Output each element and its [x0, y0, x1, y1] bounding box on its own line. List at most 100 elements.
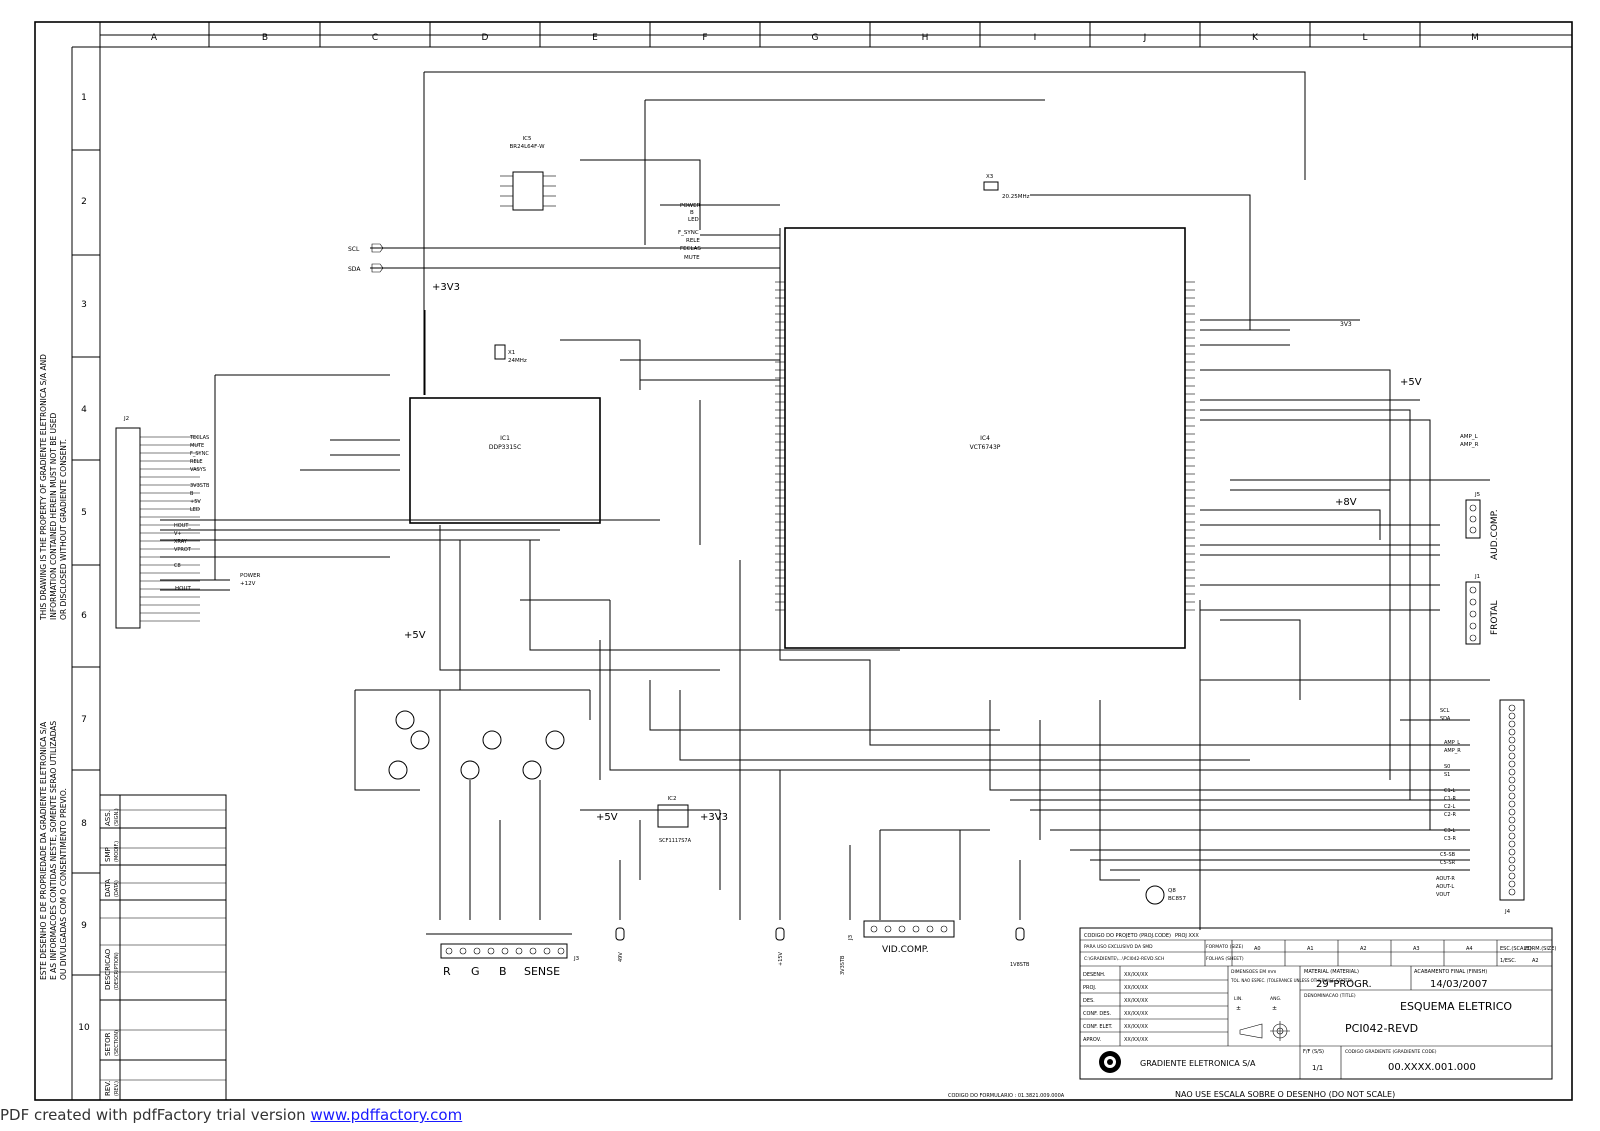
tb-title-label: DENOMINACAO (TITLE) [1304, 993, 1356, 999]
pdf-footer: PDF created with pdfFactory trial versio… [0, 1106, 462, 1124]
rev-desc-sub: (DESCRIPTION) [114, 952, 120, 990]
aud-comp-label: AUD.COMP. [1490, 509, 1500, 560]
tb-tol-lin: LIN. [1234, 996, 1243, 1002]
connector-vid-comp: VID.COMP. J3 [848, 920, 955, 955]
probe-points: 49V +15V 3V3STB 1V8STB [615, 927, 1030, 975]
j4-pin-label: C5-SB [1440, 852, 1456, 858]
net-feclas: FECLAS [680, 246, 701, 252]
row-label-1: 1 [81, 93, 87, 103]
revision-block: ASS. (SIGN.) SMP (MODIF.) DATA (DATA) DE… [99, 794, 227, 1101]
col-label-f: F [702, 33, 707, 43]
j2-pin-label: VPROT [174, 547, 192, 553]
j4-pin-label: S1 [1444, 772, 1450, 778]
tb-ff-label: F/F (S/S) [1303, 1049, 1324, 1055]
ic4-part: VCT6743P [970, 444, 1001, 451]
ic5-part: BR24L64F-W [509, 144, 545, 150]
tb-form-value: A2 [1532, 958, 1539, 964]
tb-format-a3: A3 [1413, 946, 1420, 952]
ic1-part: DDP3315C [489, 444, 521, 451]
property-note-en: THIS DRAWING IS THE PROPERTY OF GRADIENT… [39, 352, 68, 621]
col-label-d: D [482, 33, 489, 43]
ic4-name: IC4 [980, 435, 990, 442]
j2-pin-label: TECLAS [189, 435, 209, 441]
connector-rgb-sense: R G B SENSE J3 [426, 933, 580, 978]
ic1-name: IC1 [500, 435, 510, 442]
rev-setor-sub: (SECTION) [114, 1030, 120, 1056]
x1-freq: 24MHz [508, 358, 527, 364]
j4-pin-label: AOUT-R [1436, 876, 1455, 882]
footer-prefix: PDF created with pdfFactory trial versio… [0, 1106, 311, 1124]
net-mute: MUTE [684, 255, 700, 261]
transistor-q8: Q8 BC857 [1145, 885, 1187, 905]
j4-pin-label: VOUT [1436, 892, 1451, 898]
net-f-sync: F_SYNC [678, 230, 699, 236]
footer-link[interactable]: www.pdffactory.com [310, 1106, 463, 1124]
outer-frame [34, 21, 1573, 1101]
j4-pin-label: AOUT-L [1436, 884, 1454, 890]
q8-name: Q8 [1168, 888, 1176, 894]
tb-date-2: XX/XX/XX [1124, 985, 1148, 991]
row-label-6: 6 [81, 611, 87, 621]
j2-pin-label: 3V3STB [190, 483, 210, 489]
j2-pin-label: +5V [190, 499, 201, 505]
projection-symbol-icon [1239, 1021, 1290, 1041]
net-b: B [690, 210, 694, 216]
col-label-a: A [151, 33, 158, 43]
tb-date-6: XX/XX/XX [1124, 1037, 1148, 1043]
j2-pin-label: VASYS [190, 467, 206, 473]
net-scl: SCL [348, 246, 360, 253]
j4-pin-label: SDA [1440, 716, 1451, 722]
row-label-10: 10 [78, 1023, 90, 1033]
j4-name: J4 [1504, 909, 1511, 915]
rgb-sense-label: SENSE [524, 965, 560, 978]
j2-name: J2 [123, 416, 129, 422]
rail-5v-right: +5V [1400, 377, 1422, 388]
j4-pin-label: S0 [1444, 764, 1450, 770]
tb-conf-elet-label: CONF. ELET. [1083, 1024, 1113, 1030]
title-block: CODIGO DO PROJETO (PROJ.CODE) PROJ XXX P… [948, 927, 1556, 1099]
tb-conf-label: CONF. DES. [1083, 1011, 1112, 1017]
j4-pin-label: AMP_L [1444, 740, 1460, 746]
tb-date-5: XX/XX/XX [1124, 1024, 1148, 1030]
col-label-i: I [1034, 33, 1037, 43]
probe-label-1: 49V [618, 952, 624, 962]
rev-smp-sub: (MODIF.) [114, 841, 120, 862]
net-power2: POWER [240, 573, 261, 579]
property-note-pt: ESTE DESENHO E DE PROPRIEDADE DA GRADIEN… [39, 718, 68, 980]
crystal-x3: X3 20.25MHz [983, 174, 1030, 200]
tb-format-a2: A2 [1360, 946, 1367, 952]
j1-name: J1 [1474, 574, 1480, 580]
rev-data-label: DATA [104, 879, 112, 897]
connector-j2: J2 TECLAS MUTE F_SYNC RELE VASYS 3V3STB … [115, 416, 210, 629]
tb-project-code-label: CODIGO DO PROJETO (PROJ.CODE) [1084, 933, 1171, 939]
tb-project-code-value: PROJ XXX [1175, 933, 1199, 939]
tb-aprov-label: APROV. [1083, 1037, 1102, 1043]
connector-j1-frontal: J1 FROTAL [1465, 574, 1500, 645]
j2-pin-label: XRAY [174, 539, 188, 545]
tb-proj-label: PROJ. [1083, 985, 1097, 991]
j2-pin-label: F_SYNC [190, 451, 209, 457]
tb-date-4: XX/XX/XX [1124, 1011, 1148, 1017]
tb-sheet-label: FOLHAS (SHEET) [1206, 956, 1244, 962]
q8-part: BC857 [1168, 896, 1187, 902]
j4-pin-label: C1-L [1444, 788, 1455, 794]
tb-company: GRADIENTE ELETRONICA S/A [1140, 1059, 1256, 1068]
row-label-8: 8 [81, 819, 87, 829]
col-label-h: H [922, 33, 929, 43]
net-led: LED [688, 217, 699, 223]
rgb-g-label: G [471, 965, 480, 978]
net-12v: +12V [240, 581, 256, 587]
j4-pin-label: C3-L [1444, 828, 1455, 834]
tb-tol-plus-2: ± [1272, 1005, 1277, 1012]
rev-desc-label: DESCRICAO [104, 948, 112, 990]
tb-no-scale: NAO USE ESCALA SOBRE O DESENHO (DO NOT S… [1175, 1090, 1395, 1099]
j5b-name: J3 [573, 956, 580, 962]
tb-dims-label: DIMENSOES EM mm [1231, 969, 1276, 975]
rev-rev-sub: (REV.) [114, 1081, 120, 1096]
tb-tol-plus-1: ± [1236, 1005, 1241, 1012]
j4-pin-label: C5-SR [1440, 860, 1456, 866]
j2-pin-label: C8 [174, 563, 181, 569]
tb-date-3: XX/XX/XX [1124, 998, 1148, 1004]
tb-tol-label: TOL. NAO ESPEC. (TOLERANCE UNLESS OTHERW… [1230, 978, 1353, 983]
